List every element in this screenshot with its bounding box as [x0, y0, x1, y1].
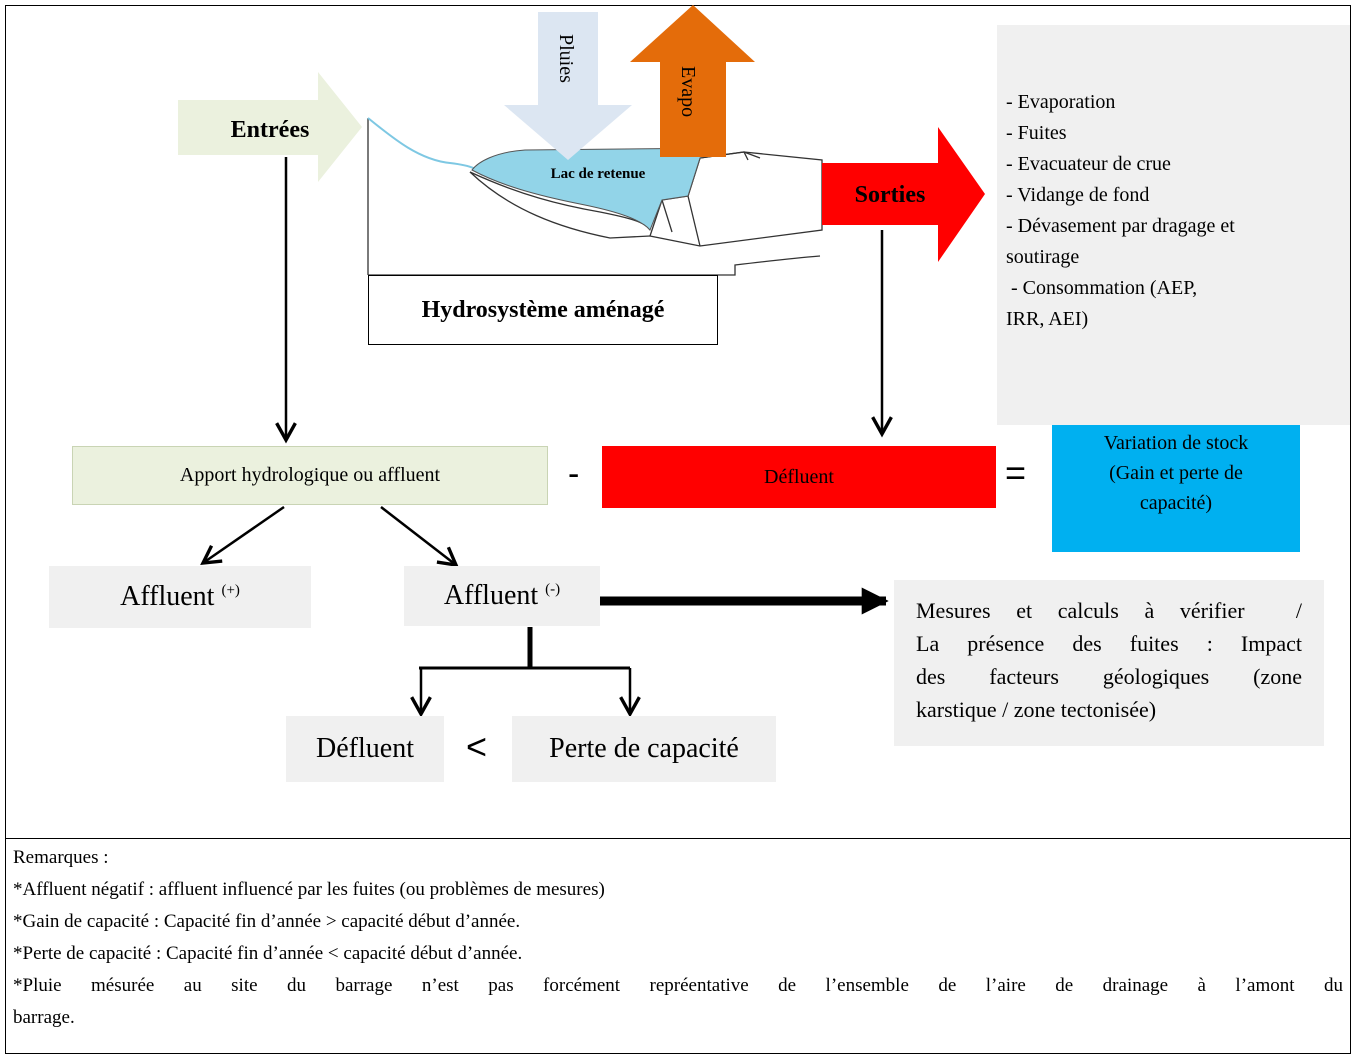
- affluent-negative-box: Affluent (-): [404, 566, 600, 626]
- outputs-list: - Evaporation - Fuites - Evacuateur de c…: [997, 25, 1350, 335]
- outflow-box: Défluent: [602, 446, 996, 508]
- defluent-compare-label: Défluent: [316, 733, 414, 764]
- outputs-item: - Evacuateur de crue: [1006, 153, 1171, 175]
- less-than-sign: <: [466, 726, 488, 767]
- outputs-item: soutirage: [1006, 246, 1080, 268]
- reservoir-label: Lac de retenue: [551, 166, 646, 182]
- affluent-negative-sign: (-): [545, 581, 561, 598]
- affluent-positive-label: Affluent: [120, 581, 215, 612]
- affluent-positive-box: Affluent (+): [49, 566, 311, 628]
- reservoir-water: [471, 147, 726, 231]
- notes-title: Remarques :: [13, 847, 109, 868]
- downstream-ground: [469, 171, 651, 239]
- note-item: *Gain de capacité : Capacité fin d’année…: [13, 911, 521, 932]
- stock-variation-line: capacité): [1139, 492, 1213, 514]
- outputs-item: - Evaporation: [1006, 91, 1116, 113]
- dam-illustration: [367, 117, 823, 276]
- outputs-item: IRR, AEI): [1006, 308, 1089, 330]
- diagram-frame: [5, 5, 1351, 1054]
- note-item: *Perte de capacité : Capacité fin d’anné…: [13, 943, 523, 964]
- stock-variation-line: Variation de stock: [1103, 432, 1249, 454]
- notes-section: Remarques : *Affluent négatif : affluent…: [13, 842, 1343, 1034]
- inputs-arrow: [178, 72, 362, 182]
- verification-line: La présence des fuites : Impact: [916, 631, 1302, 656]
- affluent-negative-label: Affluent: [443, 580, 539, 611]
- rain-arrow: [504, 12, 632, 160]
- equals-sign: =: [1005, 452, 1027, 493]
- stock-variation-box: Variation de stock (Gain et perte de cap…: [1052, 425, 1300, 552]
- rain-label: Pluies: [555, 34, 577, 83]
- verification-line: Mesures et calculs à vérifier /: [916, 598, 1302, 623]
- diagram-graphics: Entrées Lac de retenue Pluies Evapo Sort…: [178, 5, 985, 718]
- outputs-arrow: [822, 127, 985, 262]
- inflow-to-affluent-pos-arrow: [200, 505, 285, 565]
- note-item: barrage.: [13, 1007, 75, 1028]
- outflow-label: Défluent: [764, 465, 834, 488]
- hydrosystem-label: Hydrosystème aménagé: [421, 296, 665, 323]
- outputs-item: - Consommation (AEP,: [1006, 277, 1198, 299]
- evap-arrow: [630, 5, 755, 157]
- outputs-label: Sorties: [855, 182, 926, 208]
- hydrosystem-box: Hydrosystème aménagé: [368, 275, 718, 345]
- notes-divider: [5, 838, 1351, 839]
- evap-label: Evapo: [677, 66, 699, 117]
- affluent-positive-sign: (+): [221, 582, 240, 599]
- verification-line: des facteurs géologiques (zone: [916, 664, 1302, 689]
- riverbank: [367, 117, 483, 176]
- stock-variation-line: (Gain et perte de: [1109, 462, 1243, 484]
- split-connector: [410, 627, 641, 718]
- outputs-item: - Vidange de fond: [1006, 184, 1150, 206]
- verification-line: karstique / zone tectonisée): [916, 697, 1157, 722]
- note-item: *Pluie mésurée au site du barrage n’est …: [13, 975, 1343, 996]
- inflow-to-affluent-neg-arrow: [380, 506, 459, 568]
- note-item: *Affluent négatif : affluent influencé p…: [13, 879, 605, 900]
- outputs-item: - Dévasement par dragage et: [1006, 215, 1235, 237]
- capacity-loss-label: Perte de capacité: [549, 733, 739, 764]
- outputs-item: - Fuites: [1006, 122, 1067, 144]
- inflow-label: Apport hydrologique ou affluent: [179, 464, 441, 486]
- verification-box: Mesures et calculs à vérifier / La prése…: [894, 580, 1324, 746]
- outputs-list-box: - Evaporation - Fuites - Evacuateur de c…: [997, 25, 1350, 425]
- capacity-loss-box: Perte de capacité: [512, 716, 776, 782]
- minus-sign: -: [568, 455, 580, 493]
- inflow-box: Apport hydrologique ou affluent: [72, 446, 548, 505]
- inputs-label: Entrées: [231, 117, 310, 143]
- terrain-base: [368, 255, 821, 276]
- defluent-compare-box: Défluent: [286, 716, 444, 782]
